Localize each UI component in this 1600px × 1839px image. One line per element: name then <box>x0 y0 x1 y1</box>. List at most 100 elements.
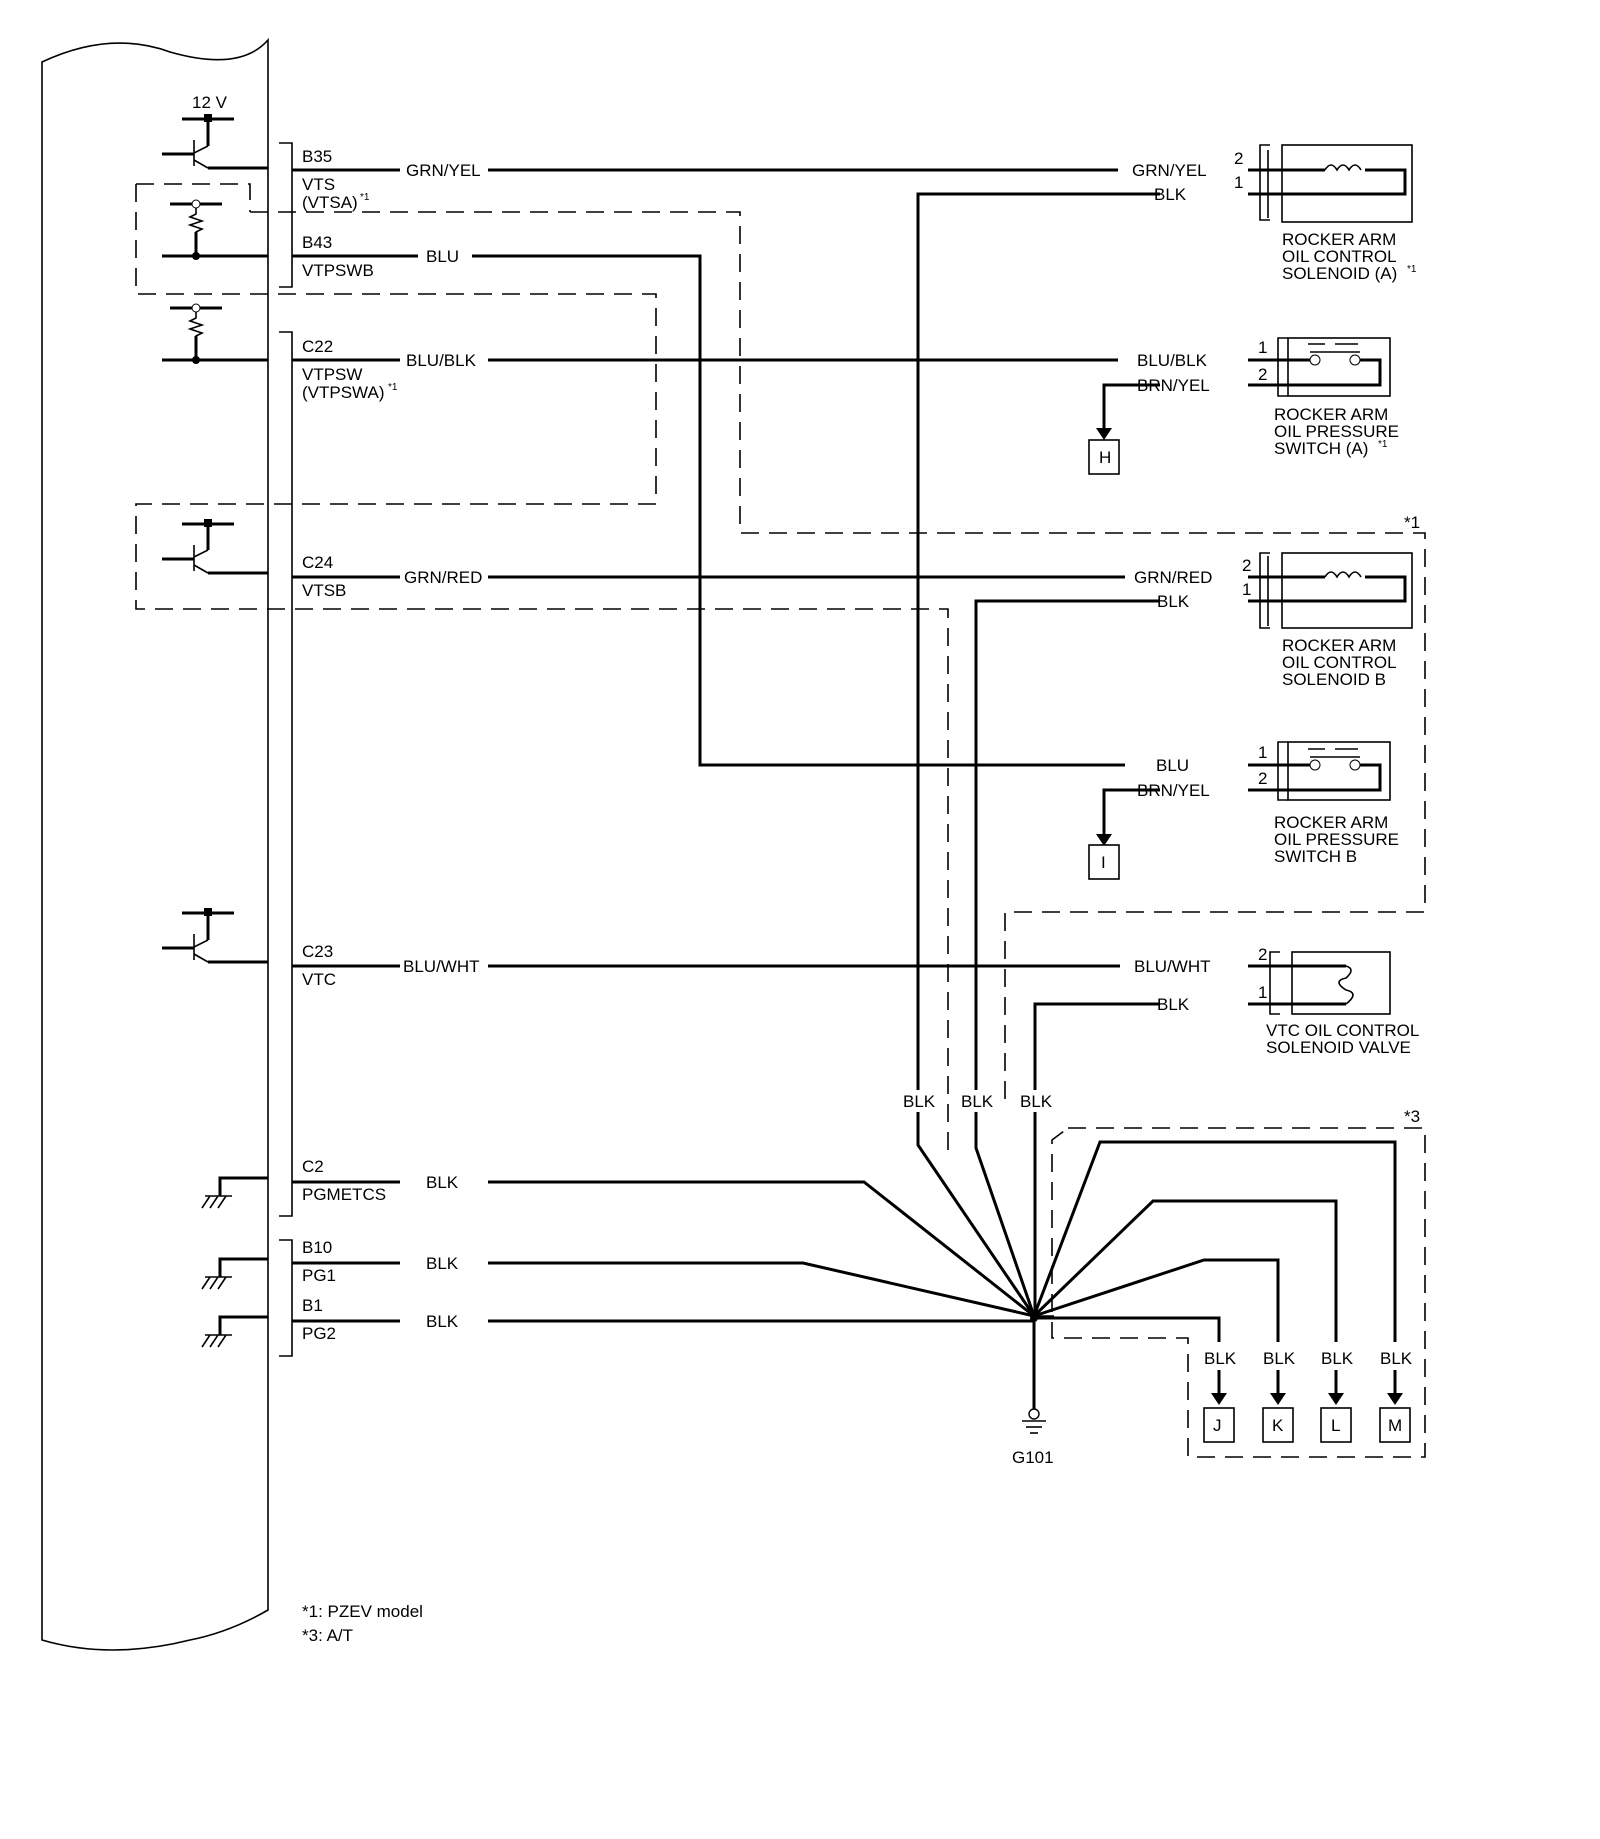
component-name: ROCKER ARM <box>1282 636 1396 655</box>
footnote: *1: PZEV model <box>302 1602 423 1621</box>
signal-label: PG2 <box>302 1324 336 1343</box>
signal-label: VTSB <box>302 581 346 600</box>
connector-bracket-b2 <box>279 1239 293 1357</box>
supply-label: 12 V <box>192 93 228 112</box>
component-name: ROCKER ARM <box>1282 230 1396 249</box>
wire-color-label: BLK <box>1154 185 1187 204</box>
pin-label: C24 <box>302 553 333 572</box>
pin-number: 1 <box>1258 983 1267 1002</box>
ground-label: G101 <box>1012 1448 1054 1467</box>
component-name: OIL CONTROL <box>1282 247 1397 266</box>
signal-label: VTPSW <box>302 365 362 384</box>
wire-color-label: BRN/YEL <box>1137 781 1210 800</box>
connector-ref-label: H <box>1099 448 1111 467</box>
wire-blk <box>1033 1258 1280 1342</box>
ground-icon <box>1022 1408 1046 1434</box>
pin-label: C23 <box>302 942 333 961</box>
wire-blk <box>292 1180 1035 1318</box>
component-name: SOLENOID VALVE <box>1266 1038 1411 1057</box>
component-name: ROCKER ARM <box>1274 405 1388 424</box>
pin-number: 1 <box>1258 743 1267 762</box>
component-name: ROCKER ARM <box>1274 813 1388 832</box>
connector-ref-j <box>1203 1407 1235 1443</box>
arrow-icon <box>1096 834 1112 846</box>
wire-color-label: BLK <box>1380 1349 1413 1368</box>
wire-color-label: BRN/YEL <box>1137 376 1210 395</box>
note-mark: *1 <box>360 192 370 203</box>
wire-color-label: BLK <box>1020 1092 1053 1111</box>
solenoid-a-component <box>1248 144 1413 223</box>
component-name: SOLENOID B <box>1282 670 1386 689</box>
connector-ref-label: K <box>1272 1416 1284 1435</box>
pzev-region-boundary <box>135 184 949 1150</box>
component-name: SWITCH B <box>1274 847 1357 866</box>
wire-blu <box>292 254 1125 767</box>
wire-blk <box>1033 1002 1160 1316</box>
wire-color-label: BLK <box>1157 995 1190 1014</box>
connector-ref-label: M <box>1388 1416 1402 1435</box>
note-mark: *1 <box>388 382 398 393</box>
signal-label: PGMETCS <box>302 1185 386 1204</box>
footnote: *3: A/T <box>302 1626 353 1645</box>
wire-color-label: BLK <box>426 1312 459 1331</box>
connector-ref-i <box>1088 844 1120 880</box>
wire-color-label: BLK <box>1321 1349 1354 1368</box>
connector-ref-l <box>1320 1407 1352 1443</box>
connector-bracket-c <box>279 331 293 1217</box>
transistor-icon <box>162 908 268 964</box>
wire-color-label: BLK <box>961 1092 994 1111</box>
pin-number: 2 <box>1258 945 1267 964</box>
signal-label: (VTSA) <box>302 193 358 212</box>
pin-number: 2 <box>1258 365 1267 384</box>
wire-blk <box>974 599 1160 1317</box>
wire-color-label: BLU <box>426 247 459 266</box>
pin-label: B10 <box>302 1238 332 1257</box>
wire-blk <box>1032 1199 1338 1342</box>
pin-label: B35 <box>302 147 332 166</box>
arrows <box>1211 1370 1403 1405</box>
component-name: VTC OIL CONTROL <box>1266 1021 1419 1040</box>
component-name: OIL PRESSURE <box>1274 830 1399 849</box>
transistor-icon <box>162 519 268 575</box>
wire-color-label: BLU/WHT <box>1134 957 1211 976</box>
transistor-icon <box>162 114 268 170</box>
note-mark: *1 <box>1407 264 1417 275</box>
signal-label: (VTPSWA) <box>302 383 384 402</box>
connector-bracket-b <box>279 142 293 288</box>
wire-color-label: BLU <box>1156 756 1189 775</box>
solenoid-b-component <box>1248 552 1413 629</box>
chassis-ground-icon <box>201 1176 268 1209</box>
wire-blk <box>1034 1316 1221 1342</box>
wire-color-label: GRN/RED <box>404 568 482 587</box>
signal-label: PG1 <box>302 1266 336 1285</box>
wire-color-label: BLU/WHT <box>403 957 480 976</box>
pin-label: B43 <box>302 233 332 252</box>
connector-ref-label: J <box>1213 1416 1222 1435</box>
signal-label: VTC <box>302 970 336 989</box>
pin-number: 2 <box>1234 149 1243 168</box>
signal-label: VTPSWB <box>302 261 374 280</box>
connector-ref-label: I <box>1101 853 1106 872</box>
pin-number: 1 <box>1242 580 1251 599</box>
region-mark-at: *3 <box>1404 1107 1420 1126</box>
wire-color-label: BLU/BLK <box>406 351 477 370</box>
wire-brn-yel <box>1102 788 1160 836</box>
wire-blk <box>292 1261 1035 1318</box>
wire-color-label: BLK <box>1157 592 1190 611</box>
wire-color-label: BLK <box>903 1092 936 1111</box>
connector-ref-h <box>1088 439 1120 475</box>
connector-ref-k <box>1262 1407 1294 1443</box>
signal-label: VTS <box>302 175 335 194</box>
wire-color-label: BLK <box>1204 1349 1237 1368</box>
region-mark-pzev: *1 <box>1404 513 1420 532</box>
at-region-boundary <box>1051 1127 1426 1458</box>
component-name: OIL CONTROL <box>1282 653 1397 672</box>
pin-label: C2 <box>302 1157 324 1176</box>
pressure-switch-a-component <box>1248 337 1391 397</box>
pin-label: C22 <box>302 337 333 356</box>
wire-color-label: BLK <box>1263 1349 1296 1368</box>
ecm-outline <box>41 37 269 1651</box>
resistor-icon <box>162 303 268 364</box>
wire-color-label: BLK <box>426 1254 459 1273</box>
component-name: SWITCH (A) <box>1274 439 1368 458</box>
